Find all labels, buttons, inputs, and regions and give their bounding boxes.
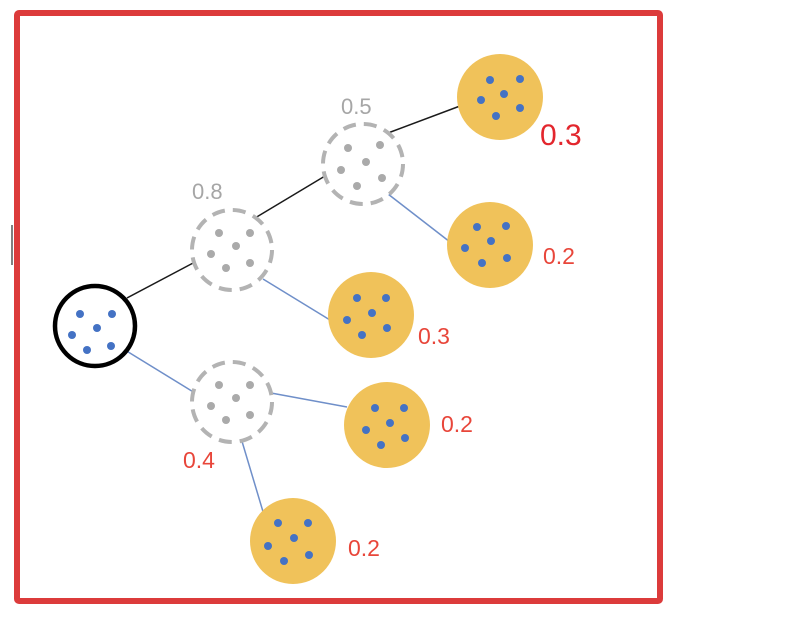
leaf-dots	[477, 75, 524, 120]
tree-edges	[124, 105, 461, 516]
intermediate-label-bottom: 0.4	[183, 447, 215, 473]
leaf-label-1: 0.3	[540, 119, 582, 152]
edge-top-to-leaf3	[262, 278, 331, 321]
edge-upper-to-leaf2	[387, 193, 451, 243]
intermediate-label-top: 0.8	[192, 179, 223, 204]
root-dots	[68, 310, 116, 354]
leaf-label-3: 0.3	[418, 323, 450, 349]
leaf-label-5: 0.2	[348, 535, 380, 561]
leaf-node-3: 0.3	[328, 272, 450, 358]
edge-root-to-top	[126, 261, 196, 299]
filled-circle-icon	[447, 202, 533, 288]
intermediate-dots	[337, 141, 386, 190]
intermediate-dots	[207, 229, 254, 272]
intermediate-node-upper: 0.5	[321, 94, 405, 206]
leaf-label-4: 0.2	[441, 411, 473, 437]
leaf-node-1: 0.3	[457, 54, 582, 152]
edge-top-to-upper	[254, 175, 326, 219]
intermediate-dots	[207, 381, 254, 424]
leaf-dots	[362, 404, 409, 449]
intermediate-node-top: 0.8	[190, 179, 274, 292]
edge-bottom-to-leaf4	[270, 392, 348, 408]
diagram-frame	[14, 10, 663, 604]
leaf-node-4: 0.2	[344, 382, 473, 468]
dashed-circle-icon	[190, 208, 274, 292]
leaf-node-2: 0.2	[447, 202, 575, 288]
intermediate-node-bottom: 0.4	[183, 360, 274, 473]
leaf-node-5: 0.2	[250, 498, 380, 584]
edge-upper-to-leaf1	[387, 105, 461, 134]
intermediate-label-upper: 0.5	[341, 94, 372, 119]
dashed-circle-icon	[190, 360, 274, 444]
leaf-dots	[343, 294, 391, 339]
edge-root-to-bottom	[124, 349, 196, 394]
root-node	[52, 283, 138, 369]
edge-bottom-to-leaf5	[240, 437, 265, 516]
leaf-label-2: 0.2	[543, 243, 575, 269]
leaf-dots	[461, 222, 511, 267]
filled-circle-icon	[457, 54, 543, 140]
leaf-dots	[264, 519, 313, 565]
